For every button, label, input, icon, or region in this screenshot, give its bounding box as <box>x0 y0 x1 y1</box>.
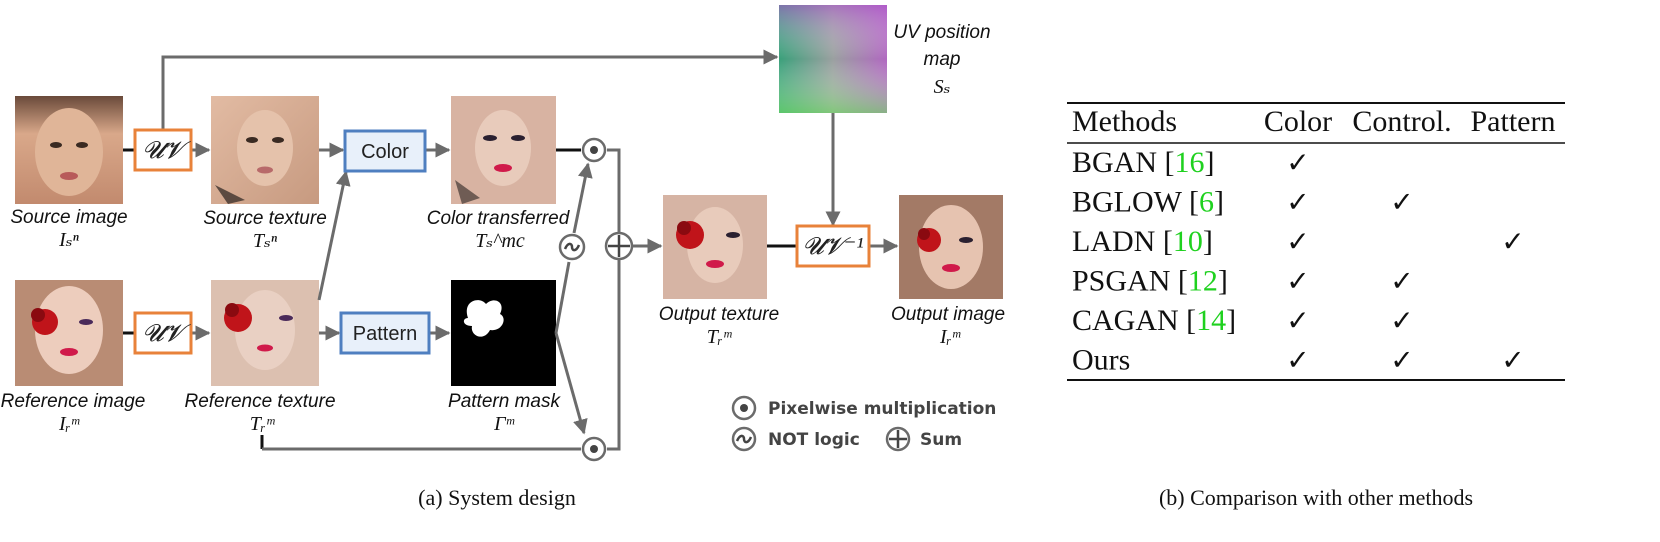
citation-ref: 10 <box>1173 225 1203 258</box>
method-name: Ours <box>1072 344 1130 377</box>
citation-ref: 12 <box>1188 265 1218 298</box>
multiply-operator-bottom <box>581 436 607 462</box>
legend-pixelwise-label: Pixelwise multiplication <box>768 399 996 419</box>
connectors <box>123 49 899 451</box>
check-control-icon: ✓ <box>1390 186 1413 219</box>
table-header: Methods Color Control. Pattern <box>1072 105 1555 138</box>
table-header-pattern: Pattern <box>1471 105 1556 138</box>
legend-sum-label: Sum <box>920 430 962 450</box>
uv-inverse-box: 𝓤𝓥⁻¹ <box>795 224 871 268</box>
uv-box-top: 𝓤𝓥 <box>133 128 193 172</box>
check-color-icon: ✓ <box>1286 186 1309 219</box>
label-pattern-mask: Pattern mask <box>448 391 561 412</box>
label-reference-texture: Reference texture <box>184 391 335 412</box>
uv-position-map-image <box>779 5 887 113</box>
check-control-icon: ✓ <box>1390 304 1413 337</box>
color-box: Color <box>343 129 427 173</box>
check-color-icon: ✓ <box>1286 304 1309 337</box>
table-body: BGAN [16]✓BGLOW [6]✓✓LADN [10]✓✓PSGAN [1… <box>1072 146 1525 377</box>
table-header-control: Control. <box>1352 105 1451 138</box>
uv-box-top-label: 𝓤𝓥 <box>142 138 191 164</box>
symbol-output-texture: Tᵣᵐ <box>707 326 732 348</box>
citation-ref: 16 <box>1175 146 1205 179</box>
symbol-reference-image: Iᵣᵐ <box>58 413 80 435</box>
check-control-icon: ✓ <box>1390 344 1413 377</box>
label-uv-map-line2: map <box>924 49 961 70</box>
citation-ref: 14 <box>1196 304 1226 337</box>
legend-sum-icon <box>885 426 911 452</box>
check-pattern-icon: ✓ <box>1501 344 1524 377</box>
table-row: CAGAN [14] ✓ ✓ <box>1072 304 1414 337</box>
check-color-icon: ✓ <box>1286 265 1309 298</box>
symbol-reference-texture: Tᵣᵐ <box>250 413 275 435</box>
legend-not-label: NOT logic <box>768 430 860 450</box>
multiply-operator-top <box>581 137 607 163</box>
check-pattern-icon: ✓ <box>1501 225 1524 258</box>
label-source-texture: Source texture <box>203 208 327 229</box>
label-source-image: Source image <box>10 207 127 228</box>
label-output-texture: Output texture <box>659 304 779 325</box>
pattern-box: Pattern <box>339 311 431 355</box>
table-row: PSGAN [12] ✓ ✓ <box>1072 265 1414 298</box>
symbol-uv-map: Sₛ <box>934 76 951 98</box>
check-color-icon: ✓ <box>1286 225 1309 258</box>
legend-not-icon <box>731 426 757 452</box>
symbol-source-image: Iₛⁿ <box>58 229 79 251</box>
check-color-icon: ✓ <box>1286 344 1309 377</box>
method-name: PSGAN [12] <box>1072 265 1228 298</box>
color-box-label: Color <box>361 141 409 163</box>
method-name: CAGAN [14] <box>1072 304 1236 337</box>
caption-comparison: (b) Comparison with other methods <box>1159 485 1473 510</box>
table-header-methods: Methods <box>1072 105 1177 138</box>
method-name: LADN [10] <box>1072 225 1213 258</box>
caption-system-design: (a) System design <box>418 485 576 510</box>
check-color-icon: ✓ <box>1286 146 1309 179</box>
table-row: LADN [10] ✓ ✓ <box>1072 225 1525 258</box>
pattern-box-label: Pattern <box>353 323 417 345</box>
method-name: BGLOW [6] <box>1072 186 1224 219</box>
check-control-icon: ✓ <box>1390 265 1413 298</box>
uv-box-bottom-label: 𝓤𝓥 <box>142 321 191 347</box>
label-color-transferred: Color transferred <box>427 208 571 229</box>
reference-image <box>15 280 123 386</box>
symbol-color-transferred: Tₛ^mc <box>475 230 525 252</box>
label-reference-image: Reference image <box>1 391 146 412</box>
source-texture-image <box>211 96 319 204</box>
table-row: BGLOW [6] ✓ ✓ <box>1072 186 1414 219</box>
table-row: BGAN [16] ✓ <box>1072 146 1310 179</box>
color-transferred-image <box>451 96 556 204</box>
pattern-mask-image <box>451 280 556 386</box>
symbol-source-texture: Tₛⁿ <box>253 230 278 252</box>
output-texture-image <box>663 195 767 299</box>
legend-multiply-icon <box>731 395 757 421</box>
table-header-color: Color <box>1264 105 1332 138</box>
output-image <box>899 195 1003 299</box>
uv-box-bottom: 𝓤𝓥 <box>133 311 193 355</box>
symbol-pattern-mask: Γᵐ <box>493 413 514 435</box>
source-image <box>15 96 123 204</box>
symbol-output-image: Iᵣᵐ <box>939 326 961 348</box>
not-operator <box>558 233 586 261</box>
method-name: BGAN [16] <box>1072 146 1215 179</box>
sum-operator <box>604 231 634 261</box>
label-output-image: Output image <box>891 304 1005 325</box>
uv-inverse-box-label: 𝓤𝓥⁻¹ <box>802 234 863 260</box>
table-row: Ours ✓ ✓ ✓ <box>1072 344 1525 377</box>
citation-ref: 6 <box>1199 186 1214 219</box>
legend: Pixelwise multiplication NOT logic Sum <box>731 395 996 452</box>
reference-texture-image <box>211 280 319 386</box>
label-uv-map-line1: UV position <box>893 22 990 43</box>
